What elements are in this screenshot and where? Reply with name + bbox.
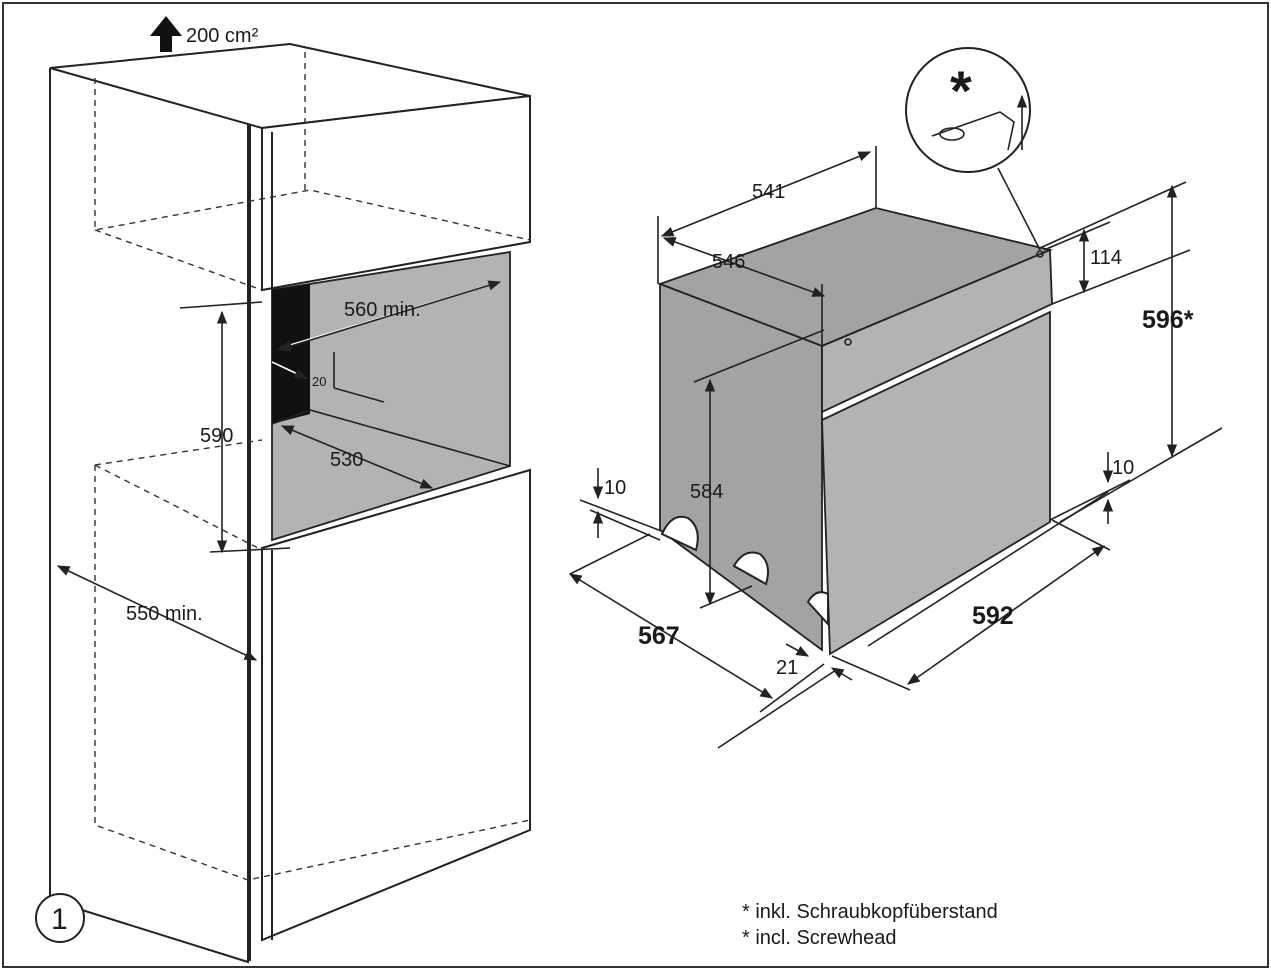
dim-114-ext-top [1043, 221, 1111, 251]
panel-height-label: 114 [1090, 247, 1122, 269]
footnote-german: * inkl. Schraubkopfüberstand [742, 901, 998, 923]
dim-550-line [56, 565, 258, 661]
dim-21-ext [759, 663, 825, 713]
footnote-english: * incl. Screwhead [742, 927, 897, 949]
detail-leader [997, 167, 1041, 251]
hidden-line-diag1 [94, 229, 263, 291]
dim-21-arrow-a [785, 643, 810, 657]
detail-edge [931, 111, 1015, 151]
screw-icon [844, 338, 852, 346]
foot-gap-left-label: 10 [604, 477, 626, 499]
dim-596-ext-top [1039, 181, 1187, 249]
foot-gap-right-label: 10 [1112, 457, 1134, 479]
width-label: 592 [972, 602, 1014, 630]
screw-icon-2 [1036, 250, 1044, 258]
figure-number: 1 [51, 903, 68, 936]
total-height-label: 596* [1142, 306, 1194, 334]
detail-marker: * [950, 59, 972, 122]
niche-height-label: 590 [200, 425, 233, 447]
figure-number-circle [35, 893, 85, 943]
top-depth-label: 541 [752, 181, 785, 203]
niche-depth-label: 530 [330, 449, 363, 471]
cabinet-drawing: 200 cm² 560 min. 590 530 20 550 min. [49, 16, 531, 964]
vent-arrow-icon [150, 16, 182, 52]
dim-567-ext-right [717, 669, 837, 749]
dim-590-ext-top [179, 301, 263, 309]
vent-area-label: 200 cm² [186, 25, 259, 47]
detail-screw-icon [939, 127, 965, 141]
dim-590-ext-bottom [209, 547, 291, 553]
dim-20-arrow [271, 361, 308, 379]
dim-567-ext-left [569, 533, 651, 575]
overall-depth-label: 567 [638, 622, 680, 650]
niche-floor [271, 409, 511, 467]
dim-560-line [276, 280, 502, 352]
body-height-label: 584 [690, 481, 723, 503]
detail-circle [905, 47, 1031, 173]
body-depth-label: 546 [712, 251, 745, 273]
dim-20-ext2 [333, 387, 385, 403]
dim-10-left-ext2 [589, 509, 661, 541]
niche-side-strip [272, 284, 310, 424]
dim-21-arrow-b [830, 667, 853, 681]
dim-10-right-ext [1049, 479, 1131, 521]
dim-592-ext-base [867, 491, 1109, 647]
dim-584-ext-bottom [699, 585, 753, 609]
dim-10-left-ext1 [579, 499, 665, 533]
dim-541-line [660, 151, 872, 237]
dim-592-ext-right [1051, 519, 1111, 551]
front-thickness-label: 21 [776, 657, 798, 679]
dim-567-line [568, 573, 774, 699]
niche-width-label: 560 min. [344, 299, 421, 321]
dim-546-line [662, 237, 826, 297]
cabinet-upper-front [261, 94, 531, 292]
cabinet-lower-door [261, 468, 531, 942]
oven-foot-1 [660, 515, 699, 552]
hidden-line-diag3 [94, 464, 263, 551]
cabinet-depth-label: 550 min. [126, 603, 203, 625]
oven-drawing: * 541 546 114 596* 584 10 10 567 21 592 [568, 47, 1223, 749]
dim-584-ext-top [693, 329, 825, 383]
dim-592-line [906, 545, 1106, 685]
oven-side [659, 282, 823, 652]
dim-592-ext-left [831, 655, 911, 691]
dim-530-line [280, 425, 434, 489]
gap-label: 20 [312, 374, 326, 389]
oven-foot-3 [806, 591, 829, 627]
oven-door [821, 310, 1051, 656]
cabinet-left-edge [49, 60, 249, 964]
